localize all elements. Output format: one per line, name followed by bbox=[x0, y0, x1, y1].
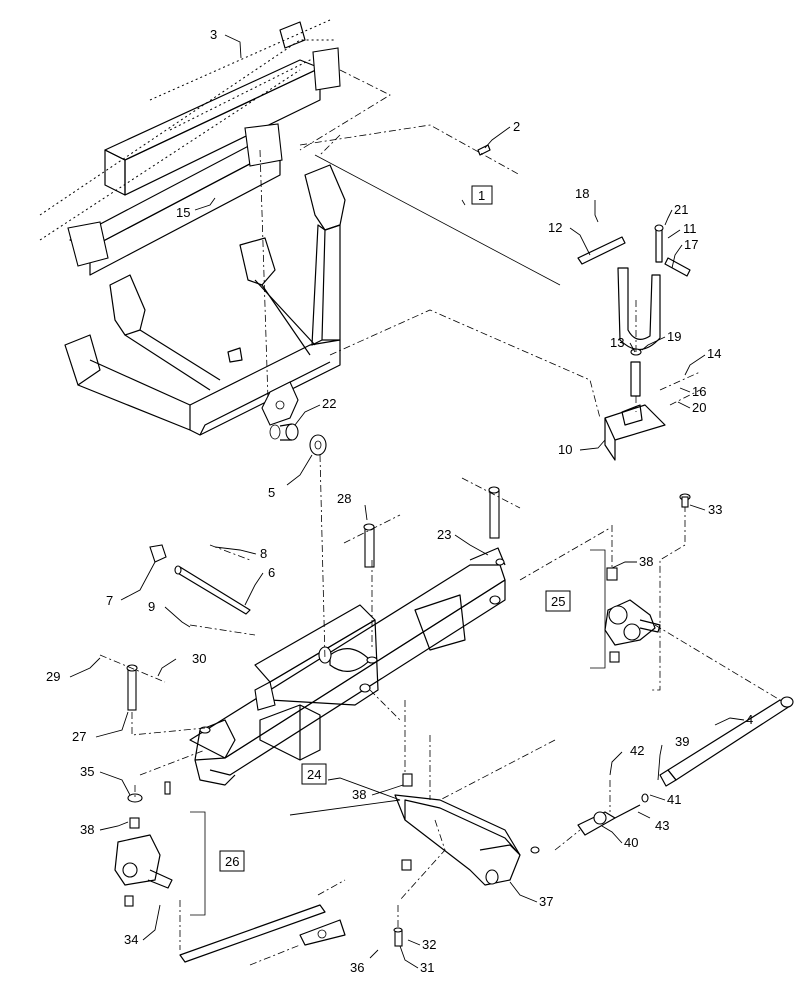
swivel-25 bbox=[519, 505, 781, 701]
callout-43: 43 bbox=[655, 818, 669, 833]
callout-4: 4 bbox=[746, 712, 753, 727]
callout-30: 30 bbox=[192, 651, 206, 666]
pin-27 bbox=[99, 654, 206, 736]
callout-38-c: 38 bbox=[80, 822, 94, 837]
callout-26: 26 bbox=[225, 854, 239, 869]
callout-5: 5 bbox=[268, 485, 275, 500]
callout-32: 32 bbox=[422, 937, 436, 952]
drawbar-34 bbox=[179, 879, 346, 966]
callout-10: 10 bbox=[558, 442, 572, 457]
pin-31 bbox=[393, 905, 403, 947]
bushing-22 bbox=[269, 423, 299, 441]
callout-31: 31 bbox=[420, 960, 434, 975]
shaft-6 bbox=[149, 544, 256, 636]
center-drawbar-frame bbox=[189, 547, 506, 786]
callout-41: 41 bbox=[667, 792, 681, 807]
callout-box-25 bbox=[545, 590, 571, 612]
hitch-frame bbox=[64, 164, 346, 436]
callout-42: 42 bbox=[630, 743, 644, 758]
callout-39: 39 bbox=[675, 734, 689, 749]
callout-35: 35 bbox=[80, 764, 94, 779]
tie-rod-end-40 bbox=[554, 780, 649, 851]
callout-15: 15 bbox=[176, 205, 190, 220]
callout-8: 8 bbox=[260, 546, 267, 561]
callout-1: 1 bbox=[478, 188, 485, 203]
jack-stand-bracket bbox=[577, 224, 701, 461]
callout-2: 2 bbox=[513, 119, 520, 134]
callout-20: 20 bbox=[692, 400, 706, 415]
callout-17: 17 bbox=[684, 237, 698, 252]
callout-21: 21 bbox=[674, 202, 688, 217]
callout-37: 37 bbox=[539, 894, 553, 909]
callout-11: 11 bbox=[683, 221, 697, 236]
callout-36: 36 bbox=[350, 960, 364, 975]
callout-box-26 bbox=[219, 850, 245, 872]
left-swivel-arm bbox=[114, 749, 206, 907]
callout-29: 29 bbox=[46, 669, 60, 684]
callout-6: 6 bbox=[268, 565, 275, 580]
leader-lines bbox=[69, 34, 745, 969]
callout-38-a: 38 bbox=[639, 554, 653, 569]
callout-14: 14 bbox=[707, 346, 721, 361]
bolt-2 bbox=[477, 144, 491, 156]
callout-3: 3 bbox=[210, 27, 217, 42]
callout-40: 40 bbox=[624, 835, 638, 850]
pin-23-upper bbox=[461, 477, 521, 539]
callout-9: 9 bbox=[148, 599, 155, 614]
callout-19: 19 bbox=[667, 329, 681, 344]
callout-25: 25 bbox=[551, 594, 565, 609]
bolt-33 bbox=[679, 493, 691, 508]
phantom-lines bbox=[259, 124, 601, 721]
callout-38-b: 38 bbox=[352, 787, 366, 802]
callout-box-24 bbox=[301, 763, 327, 785]
callout-23: 23 bbox=[437, 527, 451, 542]
callout-22: 22 bbox=[322, 396, 336, 411]
callout-27: 27 bbox=[72, 729, 86, 744]
bracket-26 bbox=[190, 811, 206, 916]
main-frame-outline bbox=[39, 19, 391, 276]
arm-37 bbox=[394, 700, 556, 901]
callout-labels: 1 2 3 4 5 6 7 8 9 10 11 12 13 14 15 16 1… bbox=[46, 27, 753, 975]
callout-18: 18 bbox=[575, 186, 589, 201]
washer-5 bbox=[309, 434, 327, 456]
callout-7: 7 bbox=[106, 593, 113, 608]
callout-box-1 bbox=[471, 185, 493, 205]
callout-13: 13 bbox=[610, 335, 624, 350]
callout-12: 12 bbox=[548, 220, 562, 235]
callout-16: 16 bbox=[692, 384, 706, 399]
callout-34: 34 bbox=[124, 932, 138, 947]
pin-28 bbox=[343, 514, 401, 568]
rod-4 bbox=[659, 696, 794, 787]
callout-28: 28 bbox=[337, 491, 351, 506]
callout-24: 24 bbox=[307, 767, 321, 782]
callout-33: 33 bbox=[708, 502, 722, 517]
